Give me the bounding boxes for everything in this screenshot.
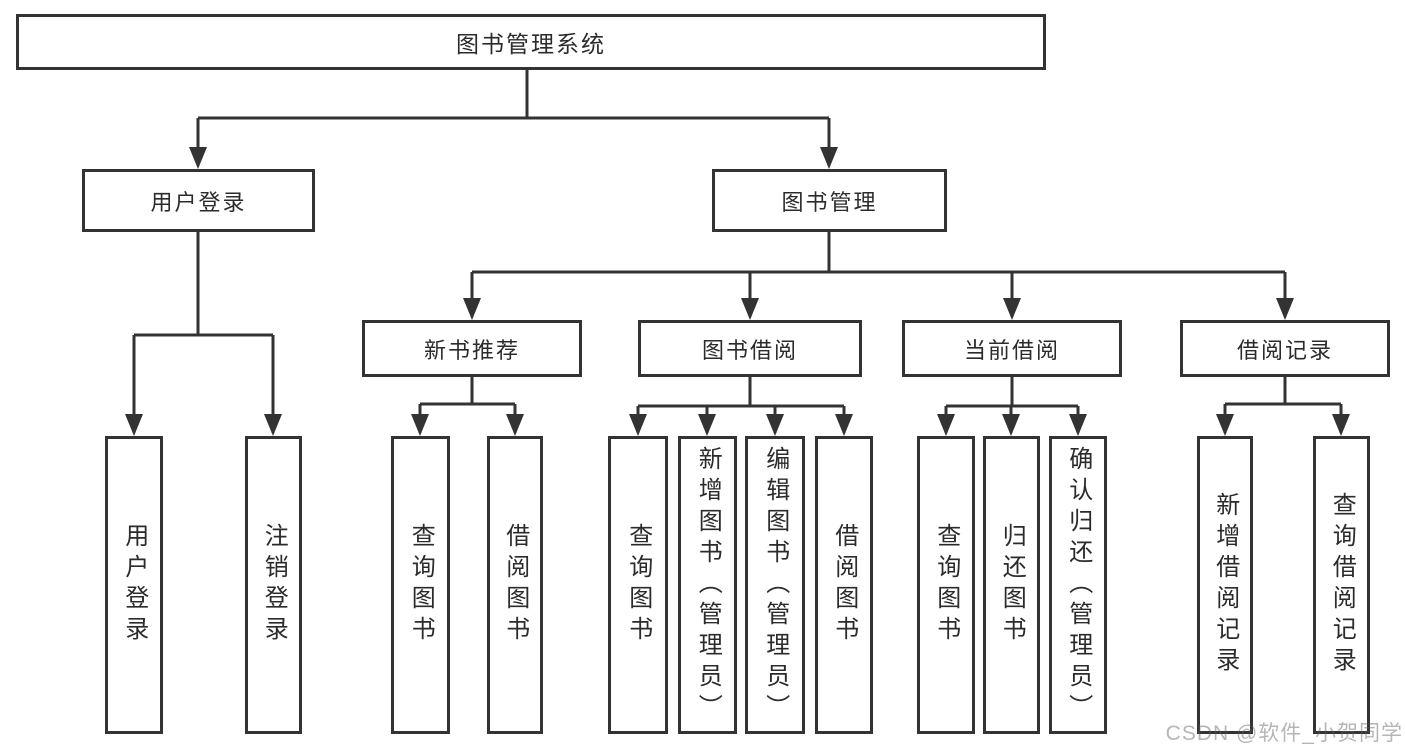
- node-label: 查询图书: [407, 523, 435, 647]
- node-label: 图书管理系统: [456, 31, 606, 57]
- node-new-book-recommend: 新书推荐: [362, 320, 582, 377]
- leaf-query-borrow-record: 查询借阅记录: [1313, 436, 1370, 734]
- node-book-management: 图书管理: [712, 169, 947, 232]
- node-label: 借阅记录: [1236, 337, 1333, 363]
- node-label: 查询图书: [932, 523, 960, 647]
- node-label: 图书借阅: [701, 337, 798, 363]
- node-label: 确认归还（管理员）: [1064, 445, 1092, 725]
- connectors-user-login: [125, 232, 282, 436]
- leaf-add-books-admin: 新增图书（管理员）: [678, 436, 737, 734]
- node-library-management-system: 图书管理系统: [16, 14, 1046, 70]
- leaf-confirm-return-admin: 确认归还（管理员）: [1049, 436, 1107, 734]
- node-label: 新增借阅记录: [1211, 492, 1239, 678]
- node-label: 用户登录: [120, 523, 148, 647]
- node-user-login: 用户登录: [82, 169, 315, 232]
- leaf-edit-books-admin: 编辑图书（管理员）: [745, 436, 805, 734]
- connectors-book-management: [463, 232, 1294, 320]
- leaf-user-login: 用户登录: [105, 436, 163, 734]
- connectors-new-book-recommend: [411, 377, 524, 436]
- leaf-add-borrow-record: 新增借阅记录: [1197, 436, 1253, 734]
- node-label: 查询借阅记录: [1328, 492, 1356, 678]
- node-borrowing-records: 借阅记录: [1180, 320, 1390, 377]
- connectors-borrowing-records: [1216, 377, 1350, 436]
- node-label: 当前借阅: [963, 337, 1060, 363]
- leaf-borrow-books-recommend: 借阅图书: [487, 436, 543, 734]
- leaf-return-books: 归还图书: [983, 436, 1040, 734]
- connectors-current-borrowing: [937, 377, 1087, 436]
- csdn-watermark: CSDN @软件_小贺同学: [1165, 722, 1403, 745]
- node-label: 借阅图书: [830, 523, 858, 647]
- leaf-borrow-books-borrowing: 借阅图书: [815, 436, 873, 734]
- node-label: 新书推荐: [423, 337, 520, 363]
- node-label: 新增图书（管理员）: [694, 445, 722, 725]
- node-label: 归还图书: [998, 523, 1026, 647]
- leaf-query-books-borrowing: 查询图书: [608, 436, 668, 734]
- leaf-query-books-current: 查询图书: [917, 436, 975, 734]
- connectors-book-borrowing: [629, 377, 853, 436]
- node-current-borrowing: 当前借阅: [902, 320, 1122, 377]
- connectors-root: [189, 70, 838, 169]
- leaf-query-books-recommend: 查询图书: [391, 436, 450, 734]
- node-label: 图书管理: [781, 189, 878, 215]
- node-book-borrowing: 图书借阅: [638, 320, 862, 377]
- node-label: 注销登录: [260, 523, 288, 647]
- node-label: 编辑图书（管理员）: [761, 445, 789, 725]
- node-label: 借阅图书: [501, 523, 529, 647]
- node-label: 查询图书: [624, 523, 652, 647]
- leaf-logout: 注销登录: [245, 436, 302, 734]
- node-label: 用户登录: [150, 189, 247, 215]
